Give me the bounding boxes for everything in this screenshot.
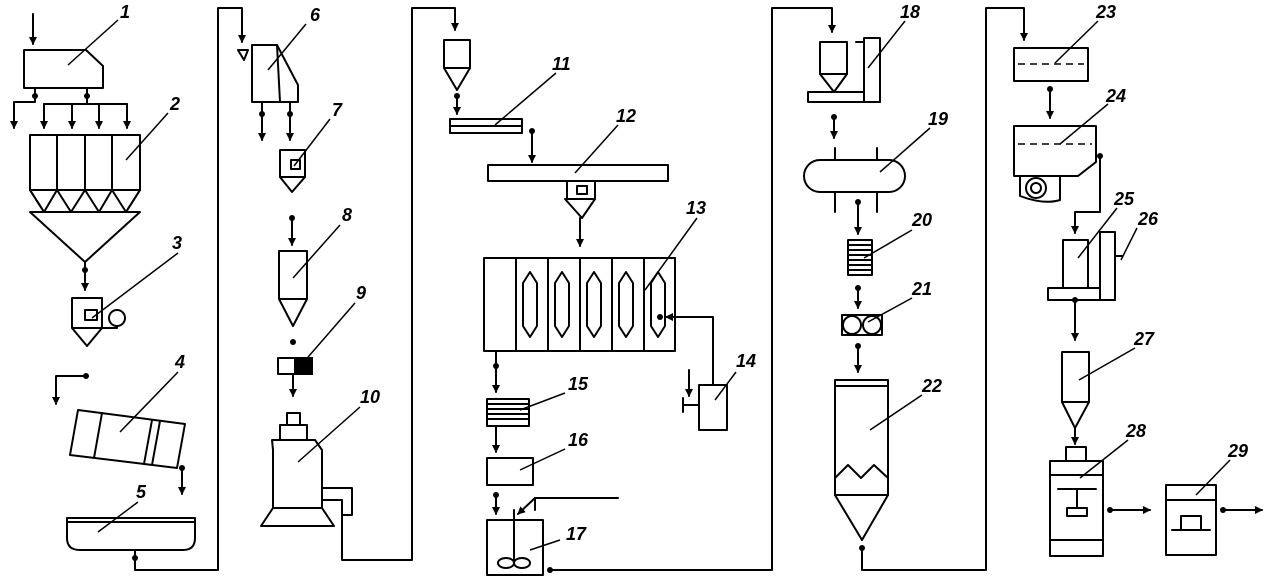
- equipment-7-small-hopper: [279, 149, 306, 246]
- label-15: 15: [568, 374, 589, 394]
- equipment-10-reactor: [260, 412, 353, 527]
- equipment-11-conveyor: [443, 39, 536, 163]
- label-25: 25: [1113, 189, 1135, 209]
- label-13: 13: [686, 198, 706, 218]
- label-27: 27: [1133, 329, 1155, 349]
- connector-line-2: [341, 7, 459, 561]
- equipment-21-crusher: [841, 314, 883, 373]
- label-24: 24: [1105, 86, 1126, 106]
- label-20: 20: [911, 210, 932, 230]
- equipment-13-dryer-chambers: [483, 257, 676, 352]
- equipment-29-packing-unit: [1165, 484, 1263, 556]
- equipment-1-feeder: [23, 13, 104, 89]
- label-7: 7: [332, 100, 343, 120]
- equipment-16-separator: [486, 425, 534, 515]
- label-11: 11: [552, 54, 571, 74]
- label-8: 8: [342, 205, 352, 225]
- connector-line-3: [547, 7, 836, 573]
- label-19: 19: [928, 109, 948, 129]
- equipment-22-storage-silo: [834, 379, 889, 551]
- label-12: 12: [616, 106, 636, 126]
- equipment-19-horizontal-tank: [803, 147, 906, 235]
- equipment-15-cooler: [486, 350, 530, 427]
- equipment-24-mill: [1013, 125, 1103, 234]
- label-18: 18: [900, 2, 920, 22]
- equipment-number-labels: 1 2 3 4 5 6 7 8 9 10 11 12 13 14 15 16 1…: [120, 2, 1248, 544]
- label-9: 9: [356, 283, 366, 303]
- equipment-6-feeder: [237, 44, 299, 141]
- label-3: 3: [172, 233, 182, 253]
- equipment-9-dispenser: [277, 357, 313, 397]
- label-23: 23: [1095, 2, 1116, 22]
- label-5: 5: [136, 482, 147, 502]
- label-16: 16: [568, 430, 589, 450]
- equipment-5-collection-tray: [66, 517, 196, 551]
- label-1: 1: [120, 2, 130, 22]
- connector-line-4: [861, 7, 1028, 571]
- equipment-4-rotary-drum: [52, 373, 186, 495]
- label-17: 17: [566, 524, 587, 544]
- equipment-26-stand: [1071, 231, 1123, 341]
- equipment-12-distributor: [487, 164, 669, 247]
- equipment-18-hopper-on-stand: [807, 37, 881, 139]
- equipment-3-dust-cyclone: [71, 261, 126, 347]
- equipment-23-hopper: [1013, 47, 1089, 119]
- equipment-8-silo: [278, 250, 308, 345]
- label-10: 10: [360, 387, 380, 407]
- label-21: 21: [911, 279, 932, 299]
- label-4: 4: [174, 352, 185, 372]
- label-26: 26: [1137, 209, 1159, 229]
- label-22: 22: [921, 376, 942, 396]
- equipment-14-heater: [665, 313, 728, 431]
- equipment-27-feed-silo: [1061, 351, 1090, 445]
- equipment-20-filter: [847, 239, 873, 309]
- label-2: 2: [169, 94, 180, 114]
- equipment-2-bunker-bank: [14, 87, 141, 263]
- leader-lines: [67, 19, 1231, 551]
- equipment-28-press: [1049, 446, 1151, 557]
- label-28: 28: [1125, 421, 1146, 441]
- equipment-25-dosing-hopper: [1047, 239, 1116, 301]
- equipment-17-mixer: [486, 497, 619, 576]
- label-14: 14: [736, 351, 756, 371]
- connector-line-1: [132, 7, 246, 571]
- label-29: 29: [1227, 441, 1248, 461]
- label-6: 6: [310, 5, 321, 25]
